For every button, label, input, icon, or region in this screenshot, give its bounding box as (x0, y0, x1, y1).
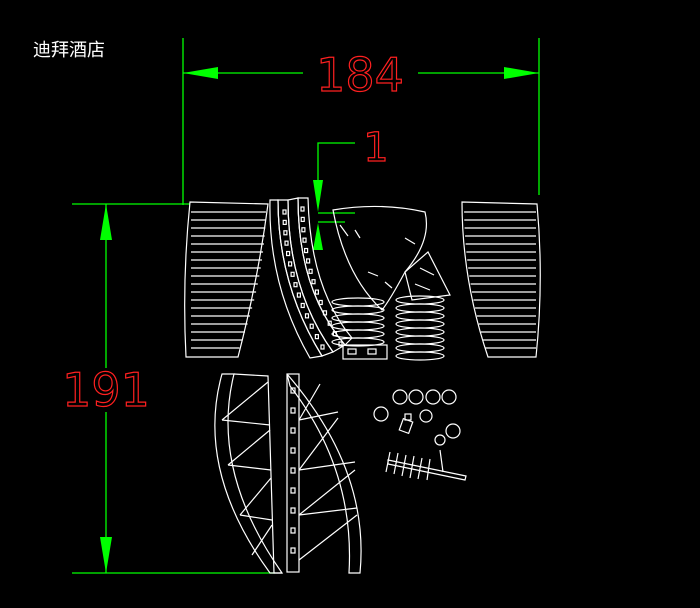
floor-stack-left (331, 297, 385, 347)
floor-stack-right (395, 295, 445, 361)
height-label: 191 (62, 363, 150, 417)
triangle-piece (404, 251, 451, 301)
drawing-title: 迪拜酒店 (33, 40, 105, 61)
base-block (342, 344, 388, 360)
thickness-label: 1 (363, 125, 388, 171)
height-dimension: 191 (61, 203, 275, 574)
right-facade-panel (461, 201, 541, 358)
thickness-dimension: 1 (313, 124, 389, 250)
left-facade-panel (184, 201, 269, 358)
spire-piece (385, 449, 467, 481)
width-dimension: 184 (182, 38, 540, 205)
sail-top-piece (332, 205, 428, 311)
width-label: 184 (316, 48, 404, 102)
truss-frame-left (214, 373, 284, 574)
truss-frame-right (286, 373, 362, 574)
round-parts (373, 389, 461, 446)
